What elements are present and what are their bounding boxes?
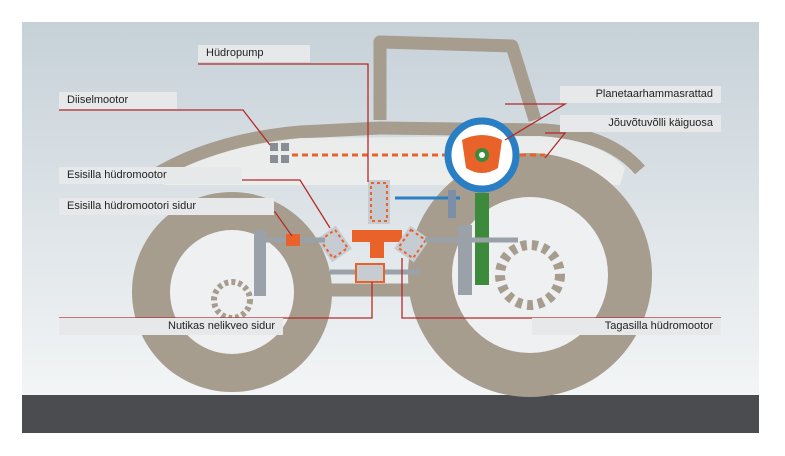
label-rear-axle-motor: Tagasilla hüdromootor [532,318,721,335]
label-front-axle-motor: Esisilla hüdromootor [59,167,242,184]
rear-axle-gear [458,225,472,295]
front-wheel [132,192,332,392]
planetary-gear-icon [444,117,520,193]
label-hydraulic-pump: Hüdropump [198,45,310,62]
rear-hydro-motor-icon [394,225,430,263]
front-hydro-motor-icon [316,225,352,263]
label-front-axle-motor-clutch: Esisilla hüdromootori sidur [59,198,274,215]
label-planetary-gears: Planetaarhammasrattad [560,86,721,103]
diesel-engine-icon [270,143,289,163]
awd-clutch-icon [355,263,385,283]
label-smart-awd-clutch: Nutikas nelikveo sidur [59,318,283,335]
front-axle-gear [254,230,266,296]
pump-link-gear [448,190,456,218]
rear-wheel [408,153,652,397]
ground-strip [22,395,759,433]
hydraulic-pump-icon [368,180,390,224]
hydraulic-distributor [352,230,402,258]
label-pto-gearbox: Jõuvõtuvõlli käiguosa [560,115,721,132]
front-clutch [286,234,300,246]
label-diesel-engine: Diiselmootor [59,92,177,109]
